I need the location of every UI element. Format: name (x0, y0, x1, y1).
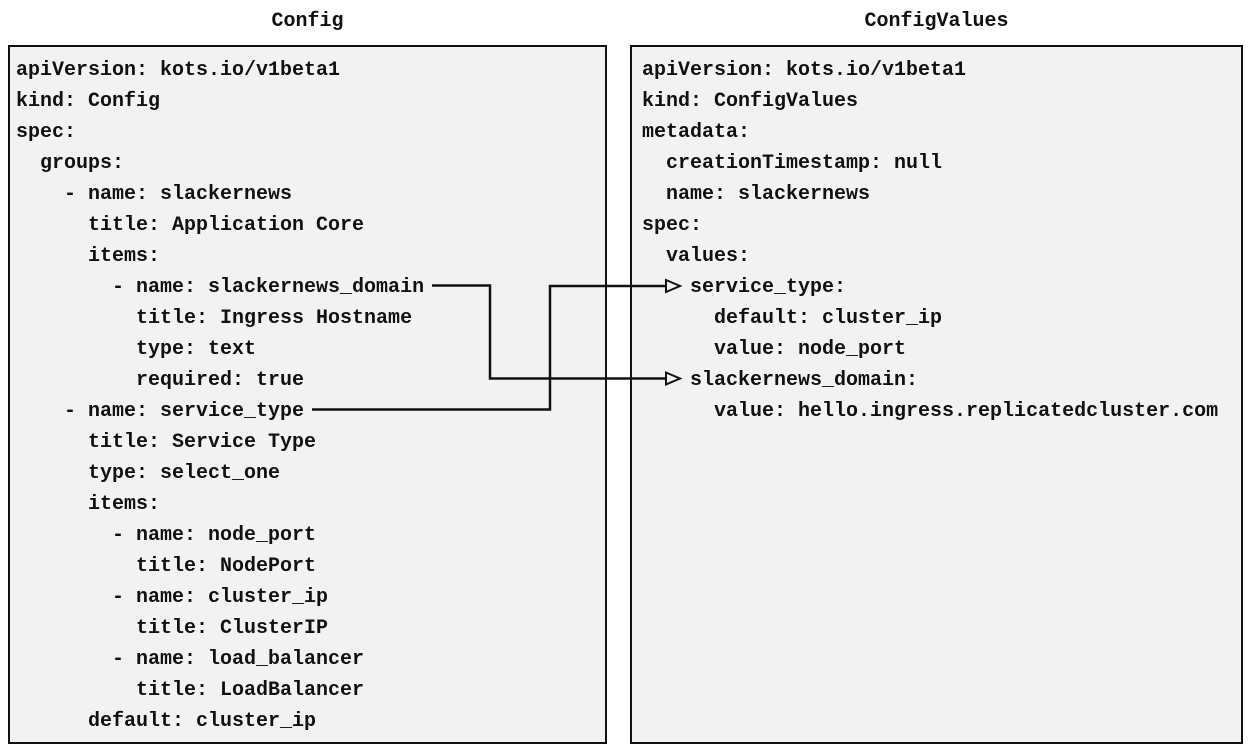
config-panel: apiVersion: kots.io/v1beta1 kind: Config s… (8, 45, 607, 744)
configvalues-panel: apiVersion: kots.io/v1beta1 kind: ConfigV… (630, 45, 1243, 744)
yaml-line: type: text (16, 338, 257, 361)
yaml-line: groups: (16, 152, 125, 175)
yaml-line: title: LoadBalancer (16, 679, 365, 702)
yaml-line: required: true (16, 369, 305, 392)
yaml-line: title: Ingress Hostname (16, 307, 413, 330)
yaml-line: value: node_port (642, 338, 907, 361)
yaml-line: title: Application Core (16, 214, 365, 237)
yaml-line: - name: slackernews_domain (16, 276, 425, 299)
yaml-line: - name: slackernews (16, 183, 293, 206)
yaml-line: spec: (16, 121, 77, 144)
config-panel-title: Config (271, 10, 344, 33)
yaml-line: items: (16, 245, 161, 268)
yaml-line: title: ClusterIP (16, 617, 329, 640)
yaml-line: - name: node_port (16, 524, 317, 547)
yaml-line: title: Service Type (16, 431, 317, 454)
yaml-line: kind: ConfigValues (642, 90, 859, 113)
configvalues-yaml-code: apiVersion: kots.io/v1beta1 kind: ConfigV… (632, 47, 1241, 427)
yaml-line: values: (642, 245, 751, 268)
yaml-line: spec: (642, 214, 703, 237)
yaml-line: apiVersion: kots.io/v1beta1 (16, 59, 341, 82)
configvalues-panel-title: ConfigValues (864, 10, 1009, 33)
yaml-line: - name: load_balancer (16, 648, 365, 671)
yaml-line: slackernews_domain: (642, 369, 919, 392)
yaml-line: type: select_one (16, 462, 281, 485)
yaml-line: service_type: (642, 276, 847, 299)
yaml-line: title: NodePort (16, 555, 317, 578)
yaml-line: apiVersion: kots.io/v1beta1 (642, 59, 967, 82)
config-yaml-code: apiVersion: kots.io/v1beta1 kind: Config s… (10, 47, 605, 737)
yaml-line: default: cluster_ip (16, 710, 317, 733)
yaml-line: metadata: (642, 121, 751, 144)
yaml-line: value: hello.ingress.replicatedcluster.c… (642, 400, 1219, 423)
yaml-line: creationTimestamp: null (642, 152, 943, 175)
yaml-line: - name: service_type (16, 400, 305, 423)
yaml-line: name: slackernews (642, 183, 871, 206)
yaml-line: - name: cluster_ip (16, 586, 329, 609)
yaml-line: kind: Config (16, 90, 161, 113)
yaml-line: items: (16, 493, 161, 516)
yaml-line: default: cluster_ip (642, 307, 943, 330)
